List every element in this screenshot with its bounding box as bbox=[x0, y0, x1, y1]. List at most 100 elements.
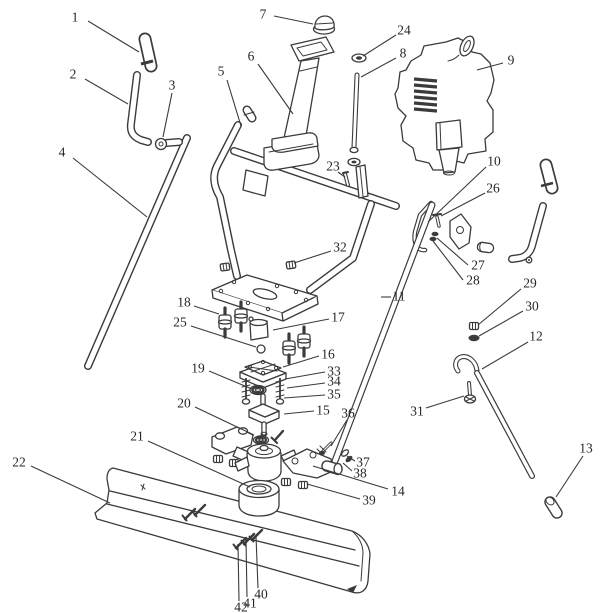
steel-ball bbox=[256, 344, 266, 354]
support-rod bbox=[477, 373, 532, 476]
spring-bolt bbox=[316, 441, 333, 456]
handle-grip bbox=[141, 39, 153, 66]
mount-stack bbox=[216, 300, 313, 445]
hex-bolt bbox=[463, 381, 477, 404]
part-number-25: 25 bbox=[173, 315, 187, 330]
screed-blade bbox=[94, 467, 371, 594]
handlebar-right bbox=[512, 206, 543, 259]
part-number-19: 19 bbox=[191, 361, 205, 376]
leader-line-18 bbox=[193, 305, 220, 315]
leader-line-25 bbox=[190, 325, 257, 348]
cooling-fins bbox=[413, 77, 438, 113]
leader-line-16 bbox=[282, 355, 320, 368]
part-number-12: 12 bbox=[529, 329, 543, 344]
rod-washer-lower bbox=[468, 334, 480, 342]
part-number-41: 41 bbox=[243, 596, 257, 611]
part-number-5: 5 bbox=[218, 64, 225, 79]
t-pin bbox=[435, 215, 441, 228]
mount-bolt-spring bbox=[275, 377, 285, 406]
leader-line-35 bbox=[283, 394, 326, 399]
pivot-housing bbox=[234, 443, 298, 482]
small-pin bbox=[343, 172, 350, 187]
leader-line-2 bbox=[84, 78, 129, 105]
main-frame bbox=[212, 110, 396, 322]
handlebar-left bbox=[131, 75, 148, 142]
part-number-4: 4 bbox=[59, 145, 66, 160]
handle-tube bbox=[88, 138, 187, 366]
arm-washer-lower bbox=[345, 455, 353, 463]
end-cap bbox=[544, 496, 557, 513]
ring-washer-upper bbox=[249, 384, 267, 396]
pivot-shaft bbox=[248, 396, 280, 437]
leader-line-6 bbox=[257, 63, 294, 115]
rubber-mount bbox=[280, 332, 298, 365]
leader-line-29 bbox=[477, 288, 522, 326]
leader-line-38 bbox=[342, 462, 353, 472]
leader-line-17 bbox=[272, 318, 330, 331]
leader-line-24 bbox=[362, 34, 397, 57]
part-number-40: 40 bbox=[254, 587, 268, 602]
square-nut bbox=[468, 321, 480, 331]
part-number-37: 37 bbox=[356, 455, 370, 470]
rod-hook bbox=[456, 357, 477, 371]
output-shaft-cone bbox=[438, 147, 460, 174]
leader-line-22 bbox=[30, 465, 111, 504]
leader-line-27 bbox=[436, 237, 469, 266]
part-number-17: 17 bbox=[331, 310, 345, 325]
diagonal-bolt bbox=[270, 429, 285, 444]
leader-line-26 bbox=[440, 192, 486, 217]
part-number-42: 42 bbox=[234, 600, 248, 613]
leader-line-40 bbox=[255, 535, 259, 589]
long-tube bbox=[335, 205, 432, 461]
part-number-7: 7 bbox=[260, 7, 267, 22]
part-number-21: 21 bbox=[130, 429, 144, 444]
leader-line-9 bbox=[476, 62, 504, 71]
leader-line-13 bbox=[555, 455, 584, 498]
frame-nut bbox=[285, 260, 297, 270]
part-number-36: 36 bbox=[341, 406, 355, 421]
control-rod-group bbox=[342, 53, 369, 199]
part-number-1: 1 bbox=[72, 10, 79, 25]
part-number-11: 11 bbox=[393, 289, 406, 304]
lever-knob bbox=[482, 247, 489, 248]
leader-line-3 bbox=[162, 92, 173, 138]
square-mount bbox=[239, 359, 287, 389]
support-column bbox=[263, 36, 335, 171]
frame-gusset bbox=[242, 169, 269, 197]
part-number-22: 22 bbox=[12, 455, 26, 470]
part-number-18: 18 bbox=[177, 295, 191, 310]
part-number-26: 26 bbox=[486, 181, 500, 196]
part-number-29: 29 bbox=[523, 276, 537, 291]
part-number-35: 35 bbox=[327, 387, 341, 402]
clamp-nut bbox=[212, 454, 224, 464]
pivot-assembly bbox=[211, 426, 353, 517]
leader-line-1 bbox=[87, 20, 140, 53]
leader-line-41 bbox=[245, 538, 248, 598]
right-handle-group bbox=[512, 165, 553, 264]
leader-line-28 bbox=[432, 240, 464, 281]
frame-nut bbox=[219, 262, 231, 272]
leader-line-33 bbox=[284, 371, 326, 380]
column-cap bbox=[312, 15, 336, 35]
part-number-28: 28 bbox=[466, 273, 480, 288]
leader-line-39 bbox=[306, 483, 361, 500]
part-number-6: 6 bbox=[248, 49, 255, 64]
part-number-33: 33 bbox=[327, 364, 341, 379]
part-number-9: 9 bbox=[508, 53, 515, 68]
leader-line-21 bbox=[147, 440, 251, 488]
bushing-cylinder bbox=[238, 479, 280, 517]
part-number-13: 13 bbox=[579, 441, 593, 456]
leader-line-20 bbox=[194, 406, 255, 436]
right-clamp-arm bbox=[282, 448, 342, 479]
leader-line-32 bbox=[293, 250, 332, 264]
lever-washer-lower bbox=[429, 236, 437, 242]
leader-line-10 bbox=[427, 166, 487, 223]
part-number-24: 24 bbox=[397, 23, 411, 38]
leader-line-5 bbox=[226, 79, 242, 127]
throttle-group bbox=[415, 203, 489, 252]
leader-line-23 bbox=[337, 171, 346, 178]
part-number-23: 23 bbox=[326, 159, 340, 174]
part-number-16: 16 bbox=[321, 347, 335, 362]
